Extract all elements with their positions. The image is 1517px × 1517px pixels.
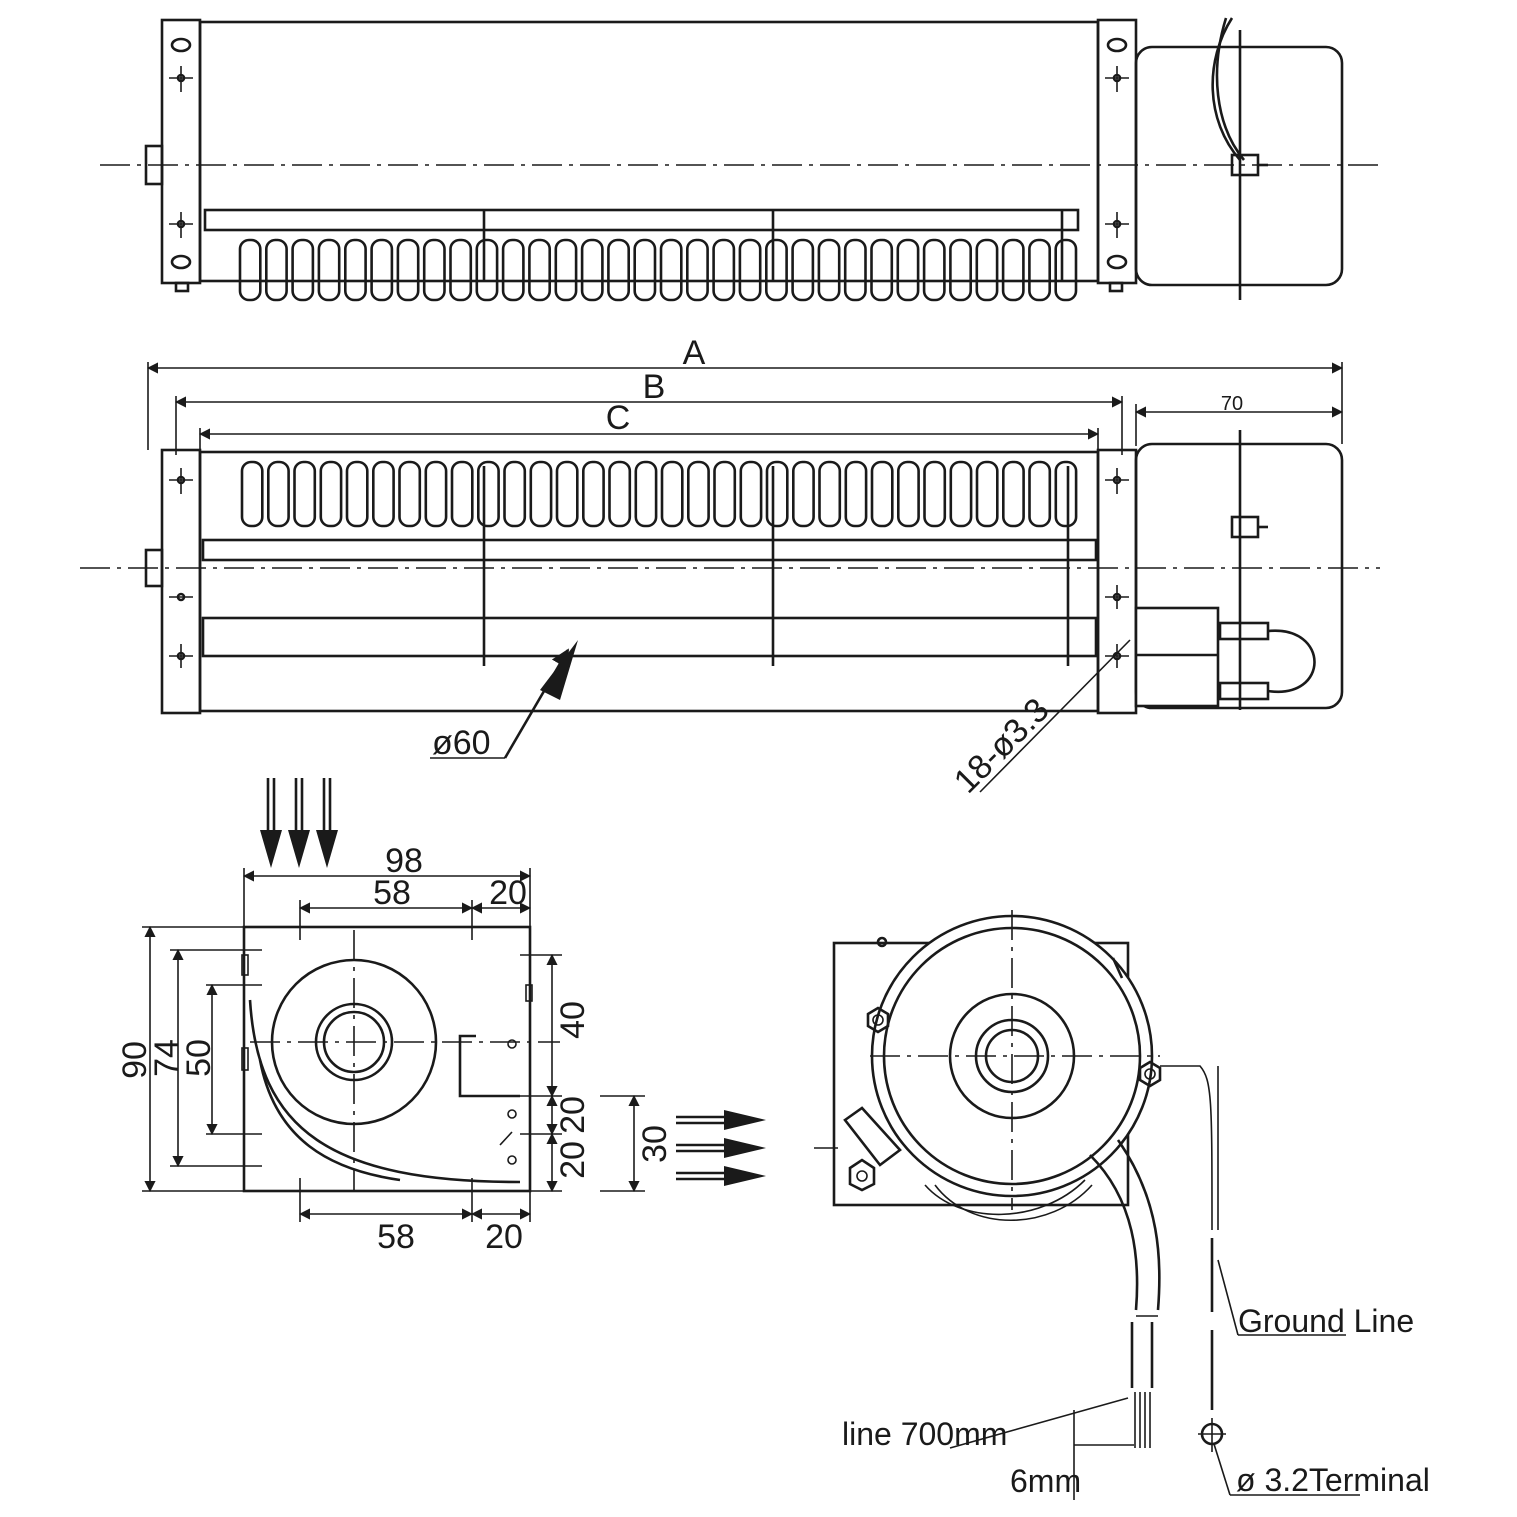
louver-slot bbox=[817, 238, 841, 302]
louver-slot bbox=[1001, 460, 1025, 528]
dim-top-58: 58 bbox=[373, 874, 411, 912]
dim-outlet-30: 30 bbox=[636, 1125, 674, 1163]
louver-slot bbox=[422, 238, 446, 302]
louver-slot bbox=[843, 238, 867, 302]
louver-slot bbox=[319, 460, 343, 528]
mounting-hole-icon bbox=[169, 468, 1129, 668]
louver-slot bbox=[503, 460, 527, 528]
louver-slot bbox=[659, 238, 683, 302]
louver-slot bbox=[949, 460, 973, 528]
louver-slot bbox=[528, 238, 552, 302]
louver-slot bbox=[266, 460, 290, 528]
dim-right-40: 40 bbox=[554, 1001, 592, 1039]
louver-slot bbox=[396, 238, 420, 302]
strip-length-label: 6mm bbox=[1010, 1463, 1081, 1499]
louver-slot bbox=[738, 238, 762, 302]
louver-slot bbox=[712, 238, 736, 302]
dim-top-20: 20 bbox=[489, 874, 527, 912]
motor-end-view: Ground Line line 700mm 6mm ø 3.2Terminal bbox=[814, 910, 1430, 1500]
louver-slot bbox=[791, 238, 815, 302]
terminal-label: ø 3.2Terminal bbox=[1236, 1462, 1430, 1498]
dim-a: A bbox=[683, 334, 706, 372]
louver-slot bbox=[371, 460, 395, 528]
louver-slot bbox=[818, 460, 842, 528]
dim-right-20b: 20 bbox=[554, 1141, 592, 1179]
louver-slot bbox=[475, 238, 499, 302]
louver-slot bbox=[501, 238, 525, 302]
dim-bottom-20: 20 bbox=[485, 1218, 523, 1256]
louver-slot bbox=[581, 460, 605, 528]
top-view bbox=[100, 17, 1380, 302]
louver-slot bbox=[975, 238, 999, 302]
louver-slot bbox=[1054, 238, 1078, 302]
louver-slot bbox=[608, 460, 632, 528]
louver-slot bbox=[870, 238, 894, 302]
louver-slot bbox=[529, 460, 553, 528]
louver-slot bbox=[764, 238, 788, 302]
louver-slot bbox=[975, 460, 999, 528]
front-louvers bbox=[240, 460, 1078, 528]
louver-slot bbox=[685, 238, 709, 302]
louver-slot bbox=[607, 238, 631, 302]
dim-motor-width: 70 bbox=[1221, 393, 1243, 415]
dim-b: B bbox=[643, 368, 666, 406]
louver-slot bbox=[398, 460, 422, 528]
louver-slot bbox=[554, 238, 578, 302]
dim-98: 98 bbox=[385, 842, 423, 880]
front-view: A B C 70 ø60 18-ø3.3 bbox=[80, 334, 1380, 801]
louver-slot bbox=[291, 238, 315, 302]
dim-fan-diameter: ø60 bbox=[432, 724, 491, 762]
dim-90: 90 bbox=[116, 1041, 154, 1079]
louver-slot bbox=[1001, 238, 1025, 302]
louver-slot bbox=[791, 460, 815, 528]
louver-slot bbox=[660, 460, 684, 528]
louver-slot bbox=[450, 460, 474, 528]
louver-slot bbox=[686, 460, 710, 528]
louver-slot bbox=[739, 460, 763, 528]
louver-slot bbox=[240, 460, 264, 528]
louver-slot bbox=[922, 238, 946, 302]
louver-slot bbox=[580, 238, 604, 302]
louver-slot bbox=[844, 460, 868, 528]
louver-slot bbox=[765, 460, 789, 528]
louver-slot bbox=[896, 460, 920, 528]
louver-slot bbox=[1028, 238, 1052, 302]
louver-slot bbox=[713, 460, 737, 528]
side-view: 98 58 20 58 20 90 74 50 40 bbox=[116, 778, 766, 1256]
louver-slot bbox=[476, 460, 500, 528]
dim-right-20a: 20 bbox=[554, 1096, 592, 1134]
louver-slot bbox=[634, 460, 658, 528]
dim-c: C bbox=[606, 399, 631, 437]
dim-50: 50 bbox=[180, 1039, 218, 1077]
mounting-hole-icon bbox=[169, 37, 1129, 270]
louver-slot bbox=[264, 238, 288, 302]
louver-slot bbox=[424, 460, 448, 528]
louver-slot bbox=[870, 460, 894, 528]
louver-slot bbox=[949, 238, 973, 302]
louver-slot bbox=[293, 460, 317, 528]
dim-bottom-58: 58 bbox=[377, 1218, 415, 1256]
louver-slot bbox=[370, 238, 394, 302]
line-length-label: line 700mm bbox=[842, 1416, 1007, 1452]
ground-terminal-icon bbox=[1198, 1418, 1226, 1452]
screw-icon bbox=[848, 1006, 1162, 1192]
louver-slot bbox=[923, 460, 947, 528]
louver-slot bbox=[343, 238, 367, 302]
louver-slot bbox=[555, 460, 579, 528]
louver-slot bbox=[1054, 460, 1078, 528]
louver-slot bbox=[1028, 460, 1052, 528]
louver-slot bbox=[896, 238, 920, 302]
dim-mount-holes: 18-ø3.3 bbox=[947, 691, 1057, 801]
louver-slot bbox=[345, 460, 369, 528]
airflow-arrow-icon bbox=[260, 778, 338, 868]
louver-slot bbox=[238, 238, 262, 302]
top-louvers bbox=[238, 238, 1078, 302]
ground-line-label: Ground Line bbox=[1238, 1303, 1414, 1339]
louver-slot bbox=[449, 238, 473, 302]
dim-74: 74 bbox=[148, 1039, 186, 1077]
airflow-arrow-icon bbox=[676, 1110, 766, 1186]
louver-slot bbox=[317, 238, 341, 302]
louver-slot bbox=[633, 238, 657, 302]
